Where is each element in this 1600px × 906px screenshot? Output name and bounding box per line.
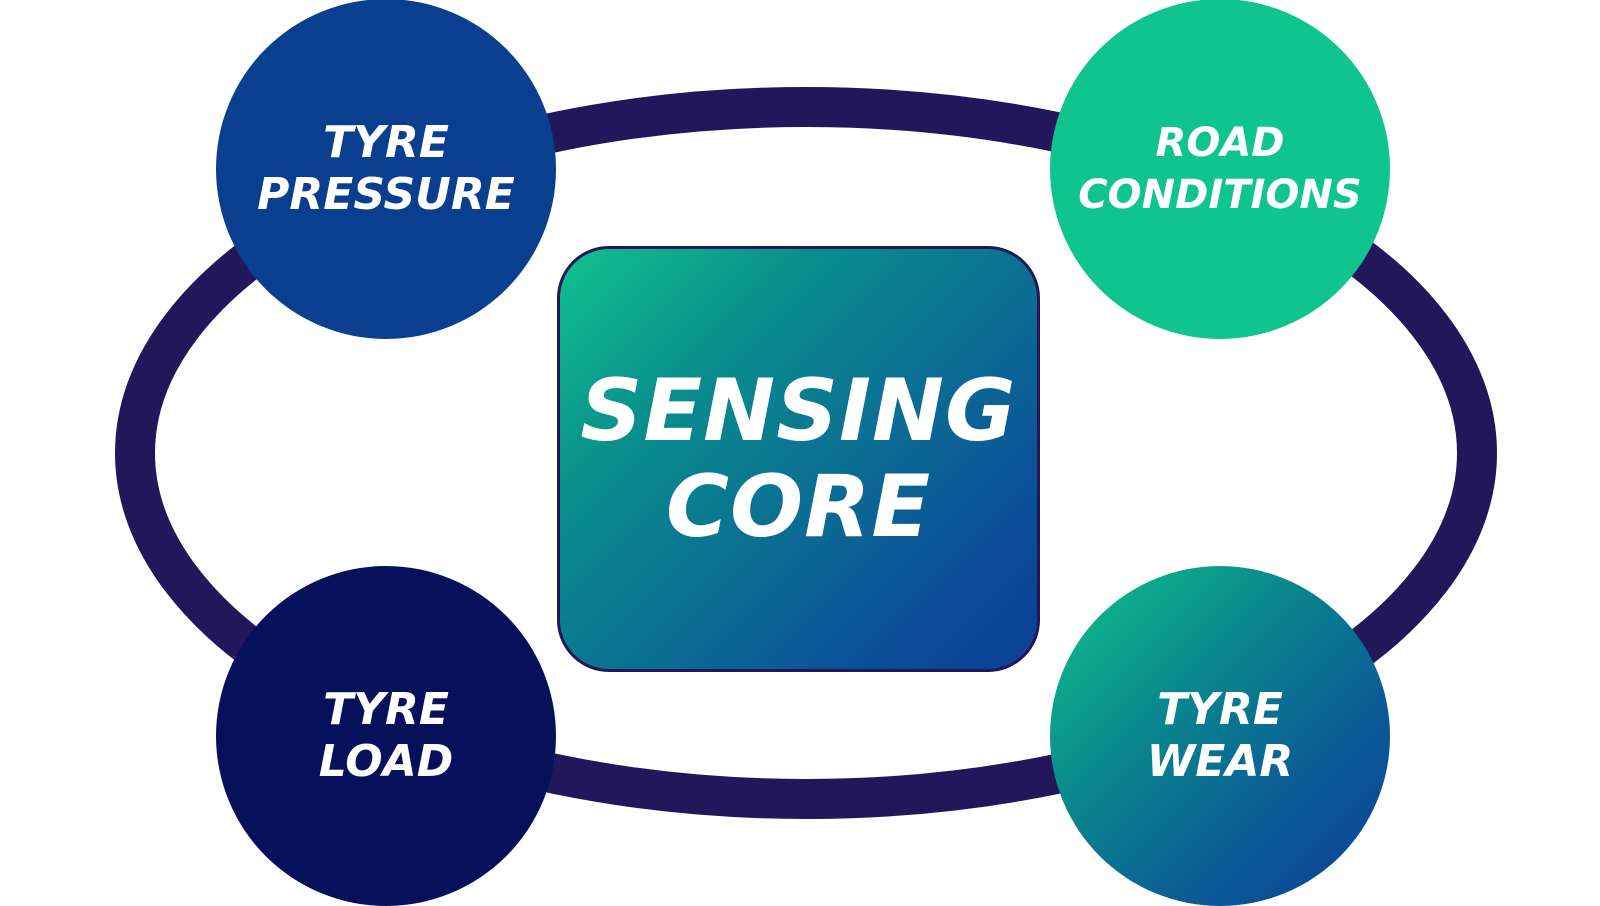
tyre-pressure-node: TYRE PRESSURE	[216, 0, 556, 339]
tyre-load-label-line-1: TYRE	[323, 684, 449, 735]
tyre-load-node: TYRE LOAD	[216, 566, 556, 906]
tyre-pressure-label-line-2: PRESSURE	[257, 169, 515, 220]
road-conditions-label-line-2: CONDITIONS	[1078, 172, 1362, 218]
road-conditions-node: ROAD CONDITIONS	[1050, 0, 1390, 339]
core-label-line-2: CORE	[665, 457, 932, 557]
core-label-line-1: SENSING	[580, 361, 1017, 461]
tyre-wear-label-line-1: TYRE	[1157, 684, 1283, 735]
tyre-wear-node: TYRE WEAR	[1050, 566, 1390, 906]
tyre-wear-label-line-2: WEAR	[1146, 736, 1294, 787]
tyre-pressure-label-line-1: TYRE	[323, 117, 449, 168]
sensing-core-box: SENSING CORE	[557, 246, 1040, 672]
tyre-load-label-line-2: LOAD	[318, 736, 454, 787]
road-conditions-label-line-1: ROAD	[1155, 120, 1285, 166]
